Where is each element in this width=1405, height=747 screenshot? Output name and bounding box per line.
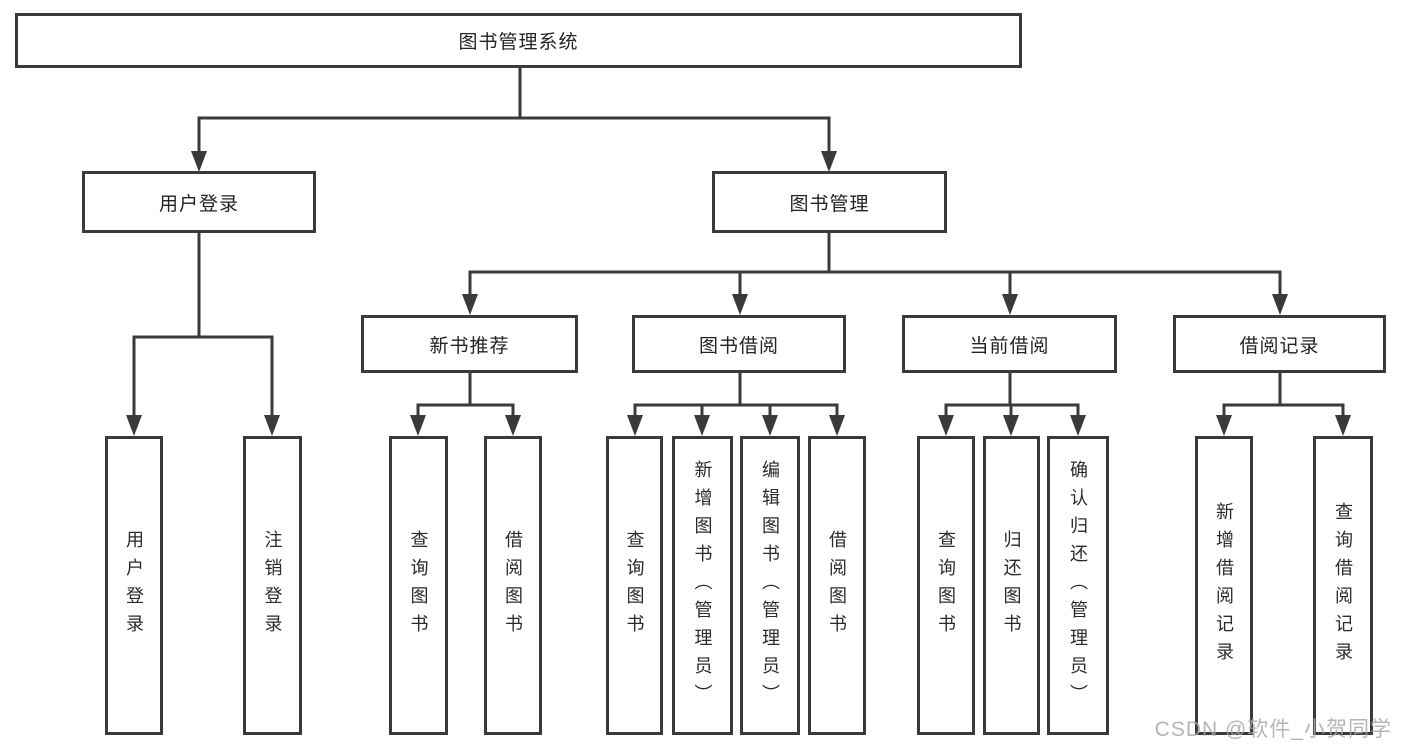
leaf-add-books-admin: 新增图书（管理员）	[672, 436, 733, 735]
node-root-system: 图书管理系统	[15, 13, 1022, 68]
leaf-confirm-return-admin: 确认归还（管理员）	[1047, 436, 1109, 735]
connector-newbooks-to-leaves	[410, 369, 521, 436]
leaf-label: 借阅图书	[503, 529, 523, 642]
connector-current-to-leaves	[938, 369, 1086, 436]
leaf-user-login: 用户登录	[105, 436, 163, 735]
leaf-edit-books-admin: 编辑图书（管理员）	[740, 436, 800, 735]
node-label: 当前借阅	[969, 335, 1050, 357]
node-current-borrow: 当前借阅	[902, 315, 1117, 373]
leaf-label: 确认归还（管理员）	[1068, 459, 1088, 712]
node-book-management: 图书管理	[712, 171, 947, 233]
node-label: 新书推荐	[429, 335, 510, 357]
leaf-add-borrow-record: 新增借阅记录	[1195, 436, 1253, 735]
leaf-label: 编辑图书（管理员）	[760, 459, 780, 712]
leaf-query-books-newbooks: 查询图书	[389, 436, 448, 735]
connector-userlogin-to-leaves	[126, 229, 280, 436]
node-label: 图书借阅	[698, 335, 779, 357]
leaf-label: 查询图书	[936, 529, 956, 642]
connector-root-to-level2	[191, 64, 837, 172]
leaf-return-books: 归还图书	[983, 436, 1040, 735]
node-label: 图书管理	[789, 193, 870, 215]
leaf-label: 借阅图书	[827, 529, 847, 642]
leaf-logout: 注销登录	[243, 436, 302, 735]
leaf-query-borrow-record: 查询借阅记录	[1313, 436, 1373, 735]
leaf-label: 新增图书（管理员）	[692, 459, 713, 712]
leaf-label: 查询图书	[624, 529, 645, 642]
leaf-borrow-books: 借阅图书	[808, 436, 866, 735]
node-label: 图书管理系统	[458, 32, 579, 53]
connector-records-to-leaves	[1216, 369, 1351, 436]
node-label: 借阅记录	[1239, 335, 1320, 357]
node-new-book-recommend: 新书推荐	[361, 315, 578, 373]
leaf-label: 查询图书	[408, 529, 429, 642]
connector-borrow-to-leaves	[627, 369, 845, 436]
leaf-label: 用户登录	[124, 529, 144, 642]
csdn-watermark: CSDN @软件_小贺同学	[1154, 718, 1392, 741]
node-borrow-records: 借阅记录	[1173, 315, 1386, 373]
leaf-label: 归还图书	[1001, 529, 1022, 642]
leaf-query-books-current: 查询图书	[917, 436, 975, 735]
leaf-query-books-borrow: 查询图书	[606, 436, 663, 735]
node-label: 用户登录	[158, 193, 239, 215]
leaf-label: 新增借阅记录	[1214, 501, 1234, 670]
leaf-label: 查询借阅记录	[1333, 501, 1353, 670]
node-book-borrow: 图书借阅	[632, 315, 846, 373]
leaf-label: 注销登录	[262, 529, 283, 642]
leaf-borrow-books-newbooks: 借阅图书	[484, 436, 542, 735]
connector-bookmgmt-to-level3	[462, 229, 1288, 315]
node-user-login: 用户登录	[82, 171, 316, 233]
